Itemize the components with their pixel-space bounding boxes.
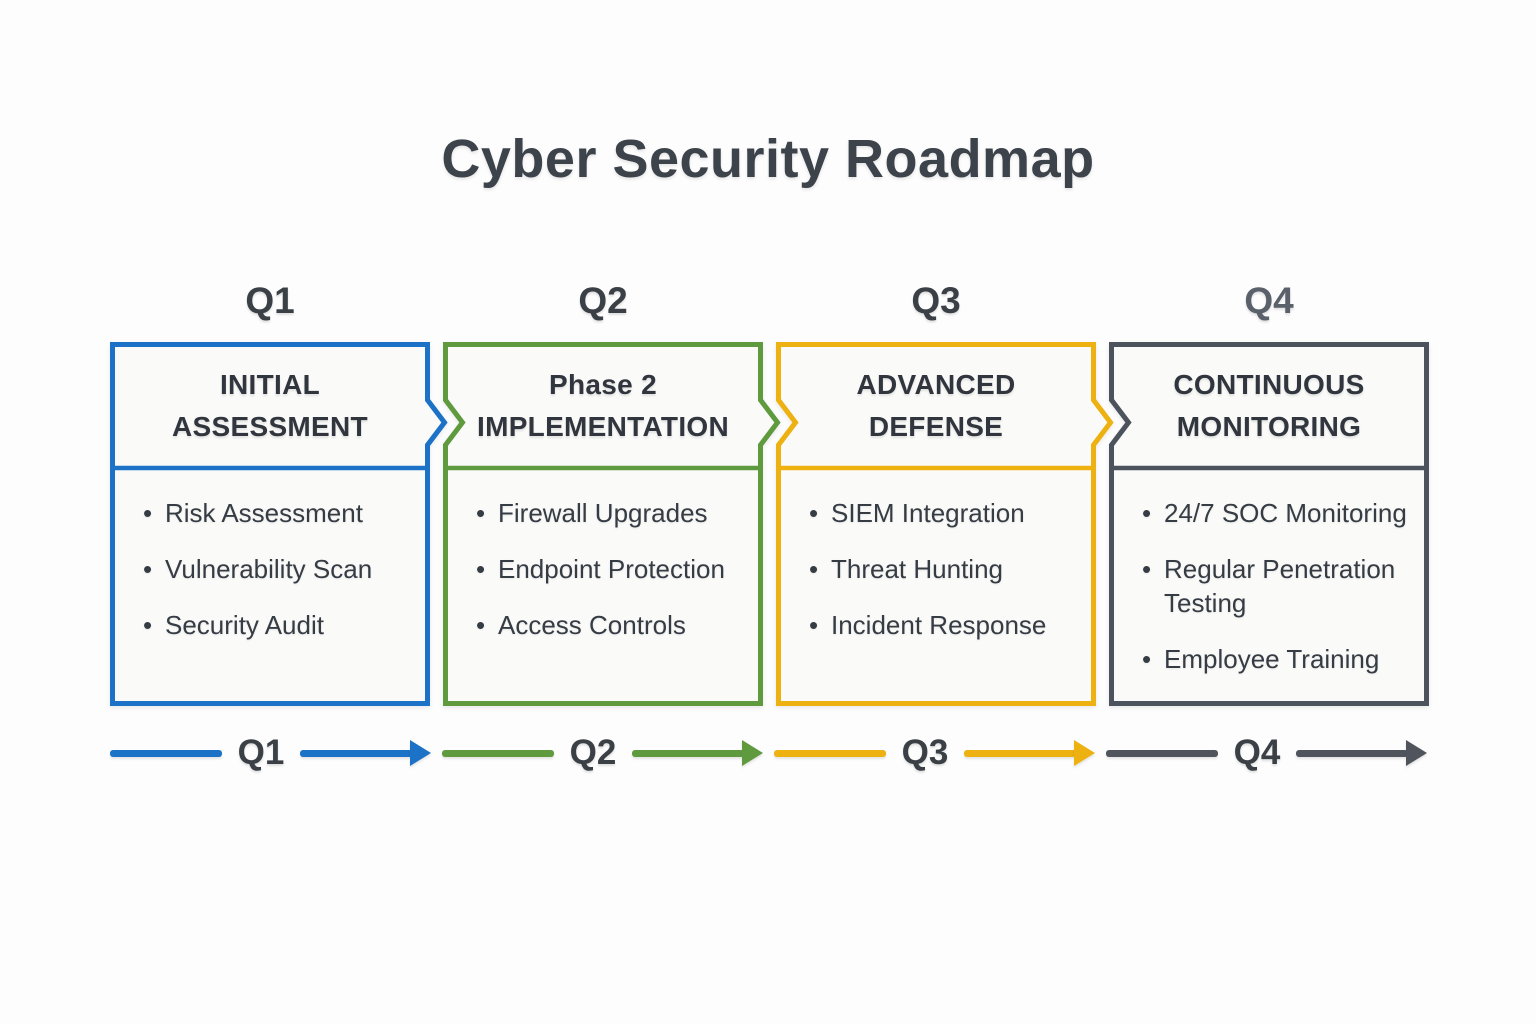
list-item-text: Employee Training	[1164, 644, 1380, 674]
timeline-line	[774, 749, 886, 757]
arrow-right-icon	[742, 740, 764, 766]
timeline-line	[300, 749, 413, 757]
phase-title-line: Phase 2	[549, 369, 657, 400]
list-item: • Security Audit	[143, 608, 430, 642]
phase-title-line: IMPLEMENTATION	[476, 411, 730, 442]
list-item: • Employee Training	[1142, 642, 1429, 676]
list-item-text: 24/7 SOC Monitoring	[1164, 498, 1407, 528]
list-item: • Endpoint Protection	[476, 552, 763, 586]
bullet-icon: •	[1142, 554, 1152, 584]
phase-items-q4: • 24/7 SOC Monitoring • Regular Penetrat…	[1114, 470, 1429, 724]
bullet-icon: •	[1142, 644, 1152, 674]
arrow-right-icon	[410, 740, 432, 766]
quarter-label-q4: Q4	[1244, 280, 1294, 321]
phase-box-q1-frame	[110, 342, 448, 706]
bullet-icon: •	[143, 610, 153, 640]
list-item: • Access Controls	[476, 608, 763, 642]
list-item: • Firewall Upgrades	[476, 496, 763, 530]
arrow-right-icon	[1406, 740, 1428, 766]
list-item-text: Vulnerability Scan	[165, 554, 373, 584]
phase-title-line: INITIAL	[219, 369, 321, 400]
timeline-label-q3: Q3	[901, 733, 949, 772]
timeline-line	[110, 749, 222, 757]
quarter-label-q2: Q2	[578, 280, 628, 321]
timeline-label-q1: Q1	[237, 733, 285, 772]
quarter-label-row: Q1 Q2 Q3 Q4	[110, 280, 1429, 322]
list-item-text: Access Controls	[498, 610, 686, 640]
timeline-line	[632, 749, 745, 757]
timeline-line	[1106, 749, 1218, 757]
phase-box-q3-frame	[776, 342, 1114, 706]
bullet-icon: •	[143, 498, 153, 528]
list-item: • 24/7 SOC Monitoring	[1142, 496, 1429, 530]
list-item-text: Threat Hunting	[831, 554, 1003, 584]
phase-title-line: ASSESSMENT	[172, 411, 368, 442]
bullet-icon: •	[476, 610, 486, 640]
quarter-label-q3: Q3	[911, 280, 961, 321]
bullet-icon: •	[476, 498, 486, 528]
bullet-icon: •	[809, 498, 819, 528]
phase-box-q4: CONTINUOUS MONITORING • 24/7 SOC Monitor…	[1109, 342, 1429, 706]
list-item-text: Risk Assessment	[165, 498, 363, 528]
timeline-line	[442, 749, 554, 757]
phase-title-line: DEFENSE	[868, 411, 1004, 442]
arrow-right-icon	[1074, 740, 1096, 766]
phase-items-q3: • SIEM Integration • Threat Hunting • In…	[781, 470, 1096, 724]
timeline-line	[964, 749, 1077, 757]
bullet-icon: •	[809, 554, 819, 584]
phase-title-line: MONITORING	[1176, 411, 1362, 442]
list-item: • Incident Response	[809, 608, 1096, 642]
list-item-text: Endpoint Protection	[498, 554, 725, 584]
list-item: • Threat Hunting	[809, 552, 1096, 586]
phase-items-q1: • Risk Assessment • Vulnerability Scan •…	[115, 470, 430, 724]
list-item: • Risk Assessment	[143, 496, 430, 530]
list-item: • Regular Penetration Testing	[1142, 552, 1429, 620]
timeline-segment-q1: Q1	[110, 730, 432, 776]
phase-items-q2: • Firewall Upgrades • Endpoint Protectio…	[448, 470, 763, 724]
timeline: Q1 Q2 Q3 Q4	[110, 730, 1428, 776]
timeline-line	[1296, 749, 1409, 757]
phase-box-q4-frame	[1109, 342, 1429, 706]
list-item-text: Regular Penetration Testing	[1164, 554, 1396, 618]
bullet-icon: •	[1142, 498, 1152, 528]
bullet-icon: •	[476, 554, 486, 584]
phase-box-q2: Phase 2 IMPLEMENTATION • Firewall Upgrad…	[443, 342, 781, 706]
quarter-label-q1: Q1	[245, 280, 295, 321]
phase-title-q2: Phase 2 IMPLEMENTATION	[448, 347, 758, 465]
phase-box-row: INITIAL ASSESSMENT • Risk Assessment • V…	[110, 342, 1429, 706]
phase-box-q3: ADVANCED DEFENSE • SIEM Integration • Th…	[776, 342, 1114, 706]
phase-box-q1: INITIAL ASSESSMENT • Risk Assessment • V…	[110, 342, 448, 706]
timeline-label-q4: Q4	[1233, 733, 1281, 772]
phase-title-line: ADVANCED	[856, 369, 1016, 400]
list-item: • Vulnerability Scan	[143, 552, 430, 586]
list-item: • SIEM Integration	[809, 496, 1096, 530]
phase-title-q4: CONTINUOUS MONITORING	[1114, 347, 1424, 465]
phase-title-q3: ADVANCED DEFENSE	[781, 347, 1091, 465]
list-item-text: Security Audit	[165, 610, 324, 640]
timeline-label-q2: Q2	[569, 733, 617, 772]
phase-title-line: CONTINUOUS	[1173, 369, 1365, 400]
list-item-text: Incident Response	[831, 610, 1047, 640]
timeline-segment-q2: Q2	[442, 730, 764, 776]
timeline-segment-q3: Q3	[774, 730, 1096, 776]
phase-box-q2-frame	[443, 342, 781, 706]
bullet-icon: •	[143, 554, 153, 584]
timeline-segment-q4: Q4	[1106, 730, 1428, 776]
page-title: Cyber Security Roadmap	[441, 129, 1095, 189]
list-item-text: Firewall Upgrades	[498, 498, 708, 528]
phase-title-q1: INITIAL ASSESSMENT	[115, 347, 425, 465]
bullet-icon: •	[809, 610, 819, 640]
list-item-text: SIEM Integration	[831, 498, 1025, 528]
